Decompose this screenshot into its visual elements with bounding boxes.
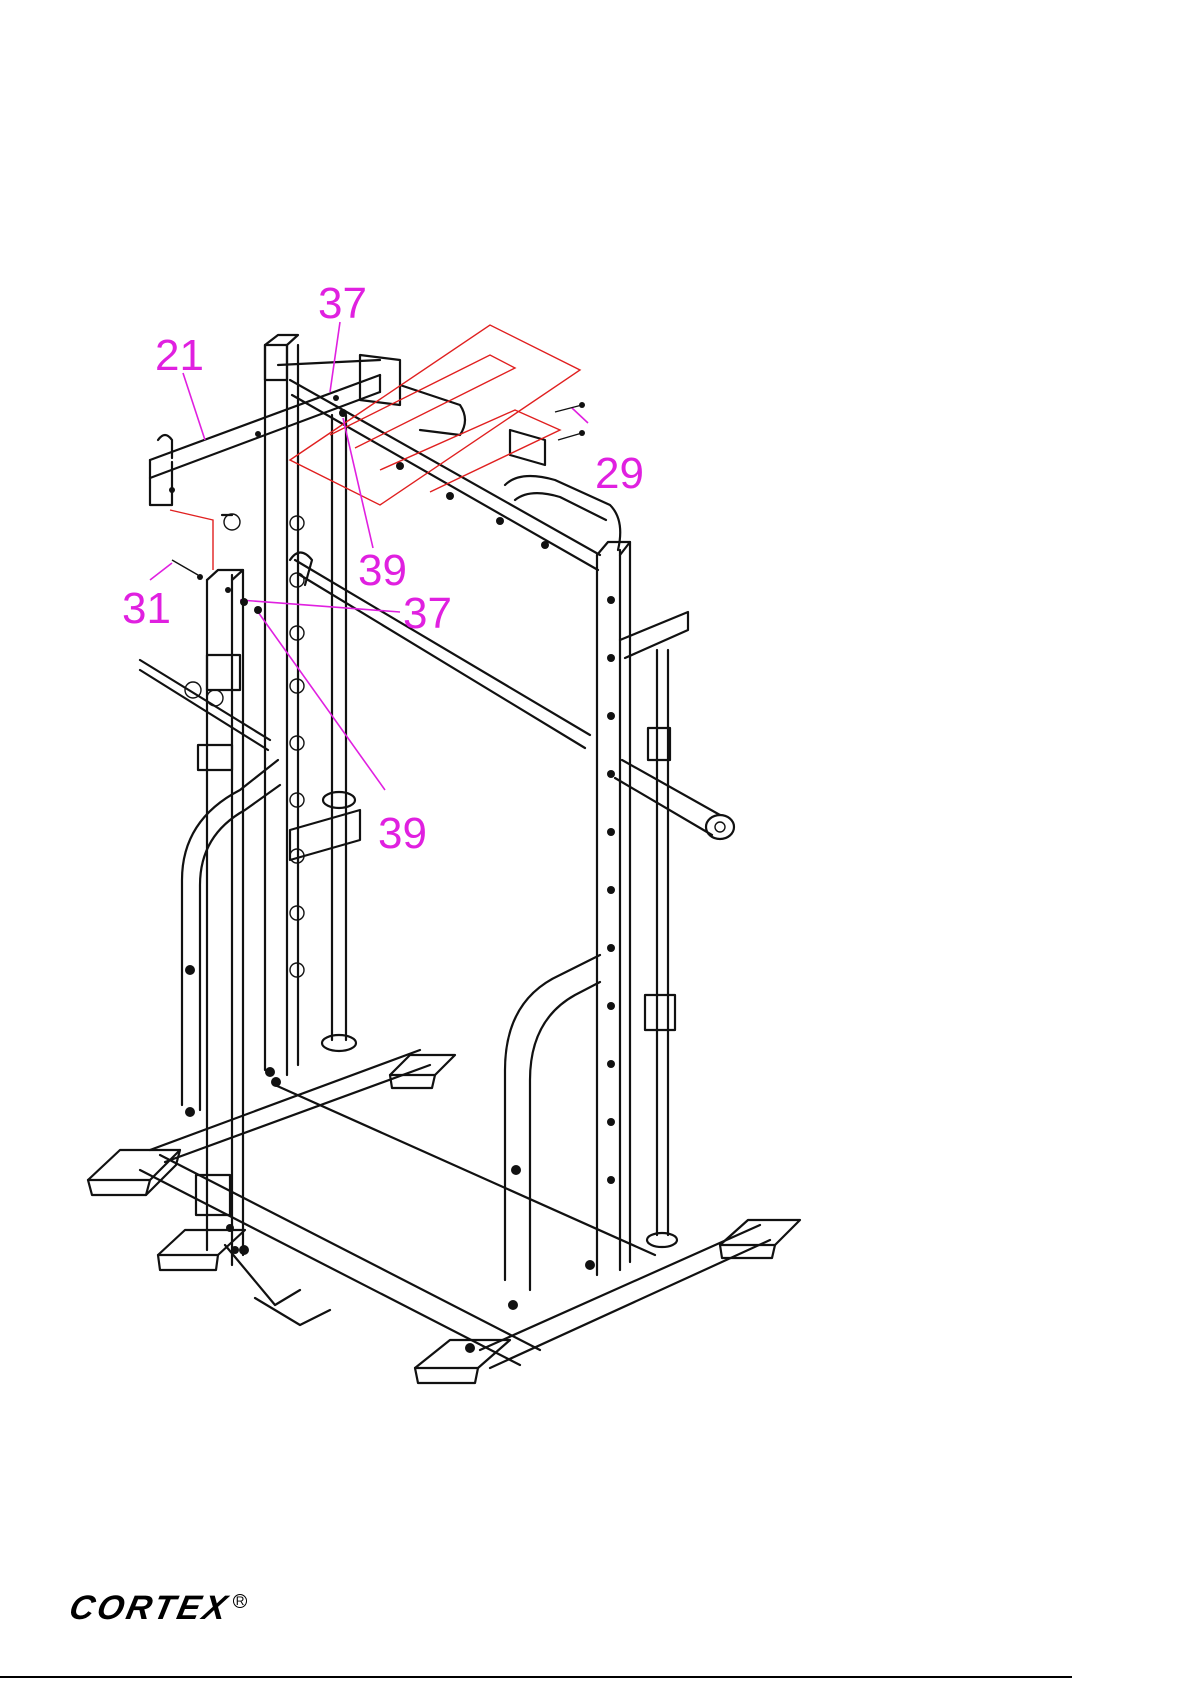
brand-logo: CORTEX R bbox=[70, 1588, 247, 1628]
brand-name: CORTEX bbox=[66, 1588, 234, 1628]
callout-39-top: 39 bbox=[358, 546, 407, 595]
registered-mark: R bbox=[233, 1594, 247, 1608]
callout-29: 29 bbox=[595, 449, 644, 498]
callout-37-mid: 37 bbox=[403, 589, 452, 638]
callout-39-bottom: 39 bbox=[378, 809, 427, 858]
right-front-upright bbox=[597, 542, 630, 1275]
callout-31: 31 bbox=[122, 584, 171, 633]
left-rear-upright bbox=[265, 335, 360, 1077]
pullup-handles bbox=[222, 355, 620, 550]
callout-21: 21 bbox=[155, 331, 204, 380]
footer-rule bbox=[0, 1676, 1072, 1678]
base-frame bbox=[88, 1050, 800, 1383]
left-front-upright bbox=[140, 570, 270, 1265]
callout-labels: 37 21 29 39 31 37 39 bbox=[122, 279, 644, 858]
callout-37-top: 37 bbox=[318, 279, 367, 328]
right-curved-brace bbox=[505, 955, 600, 1290]
upright-holes bbox=[607, 596, 615, 1184]
